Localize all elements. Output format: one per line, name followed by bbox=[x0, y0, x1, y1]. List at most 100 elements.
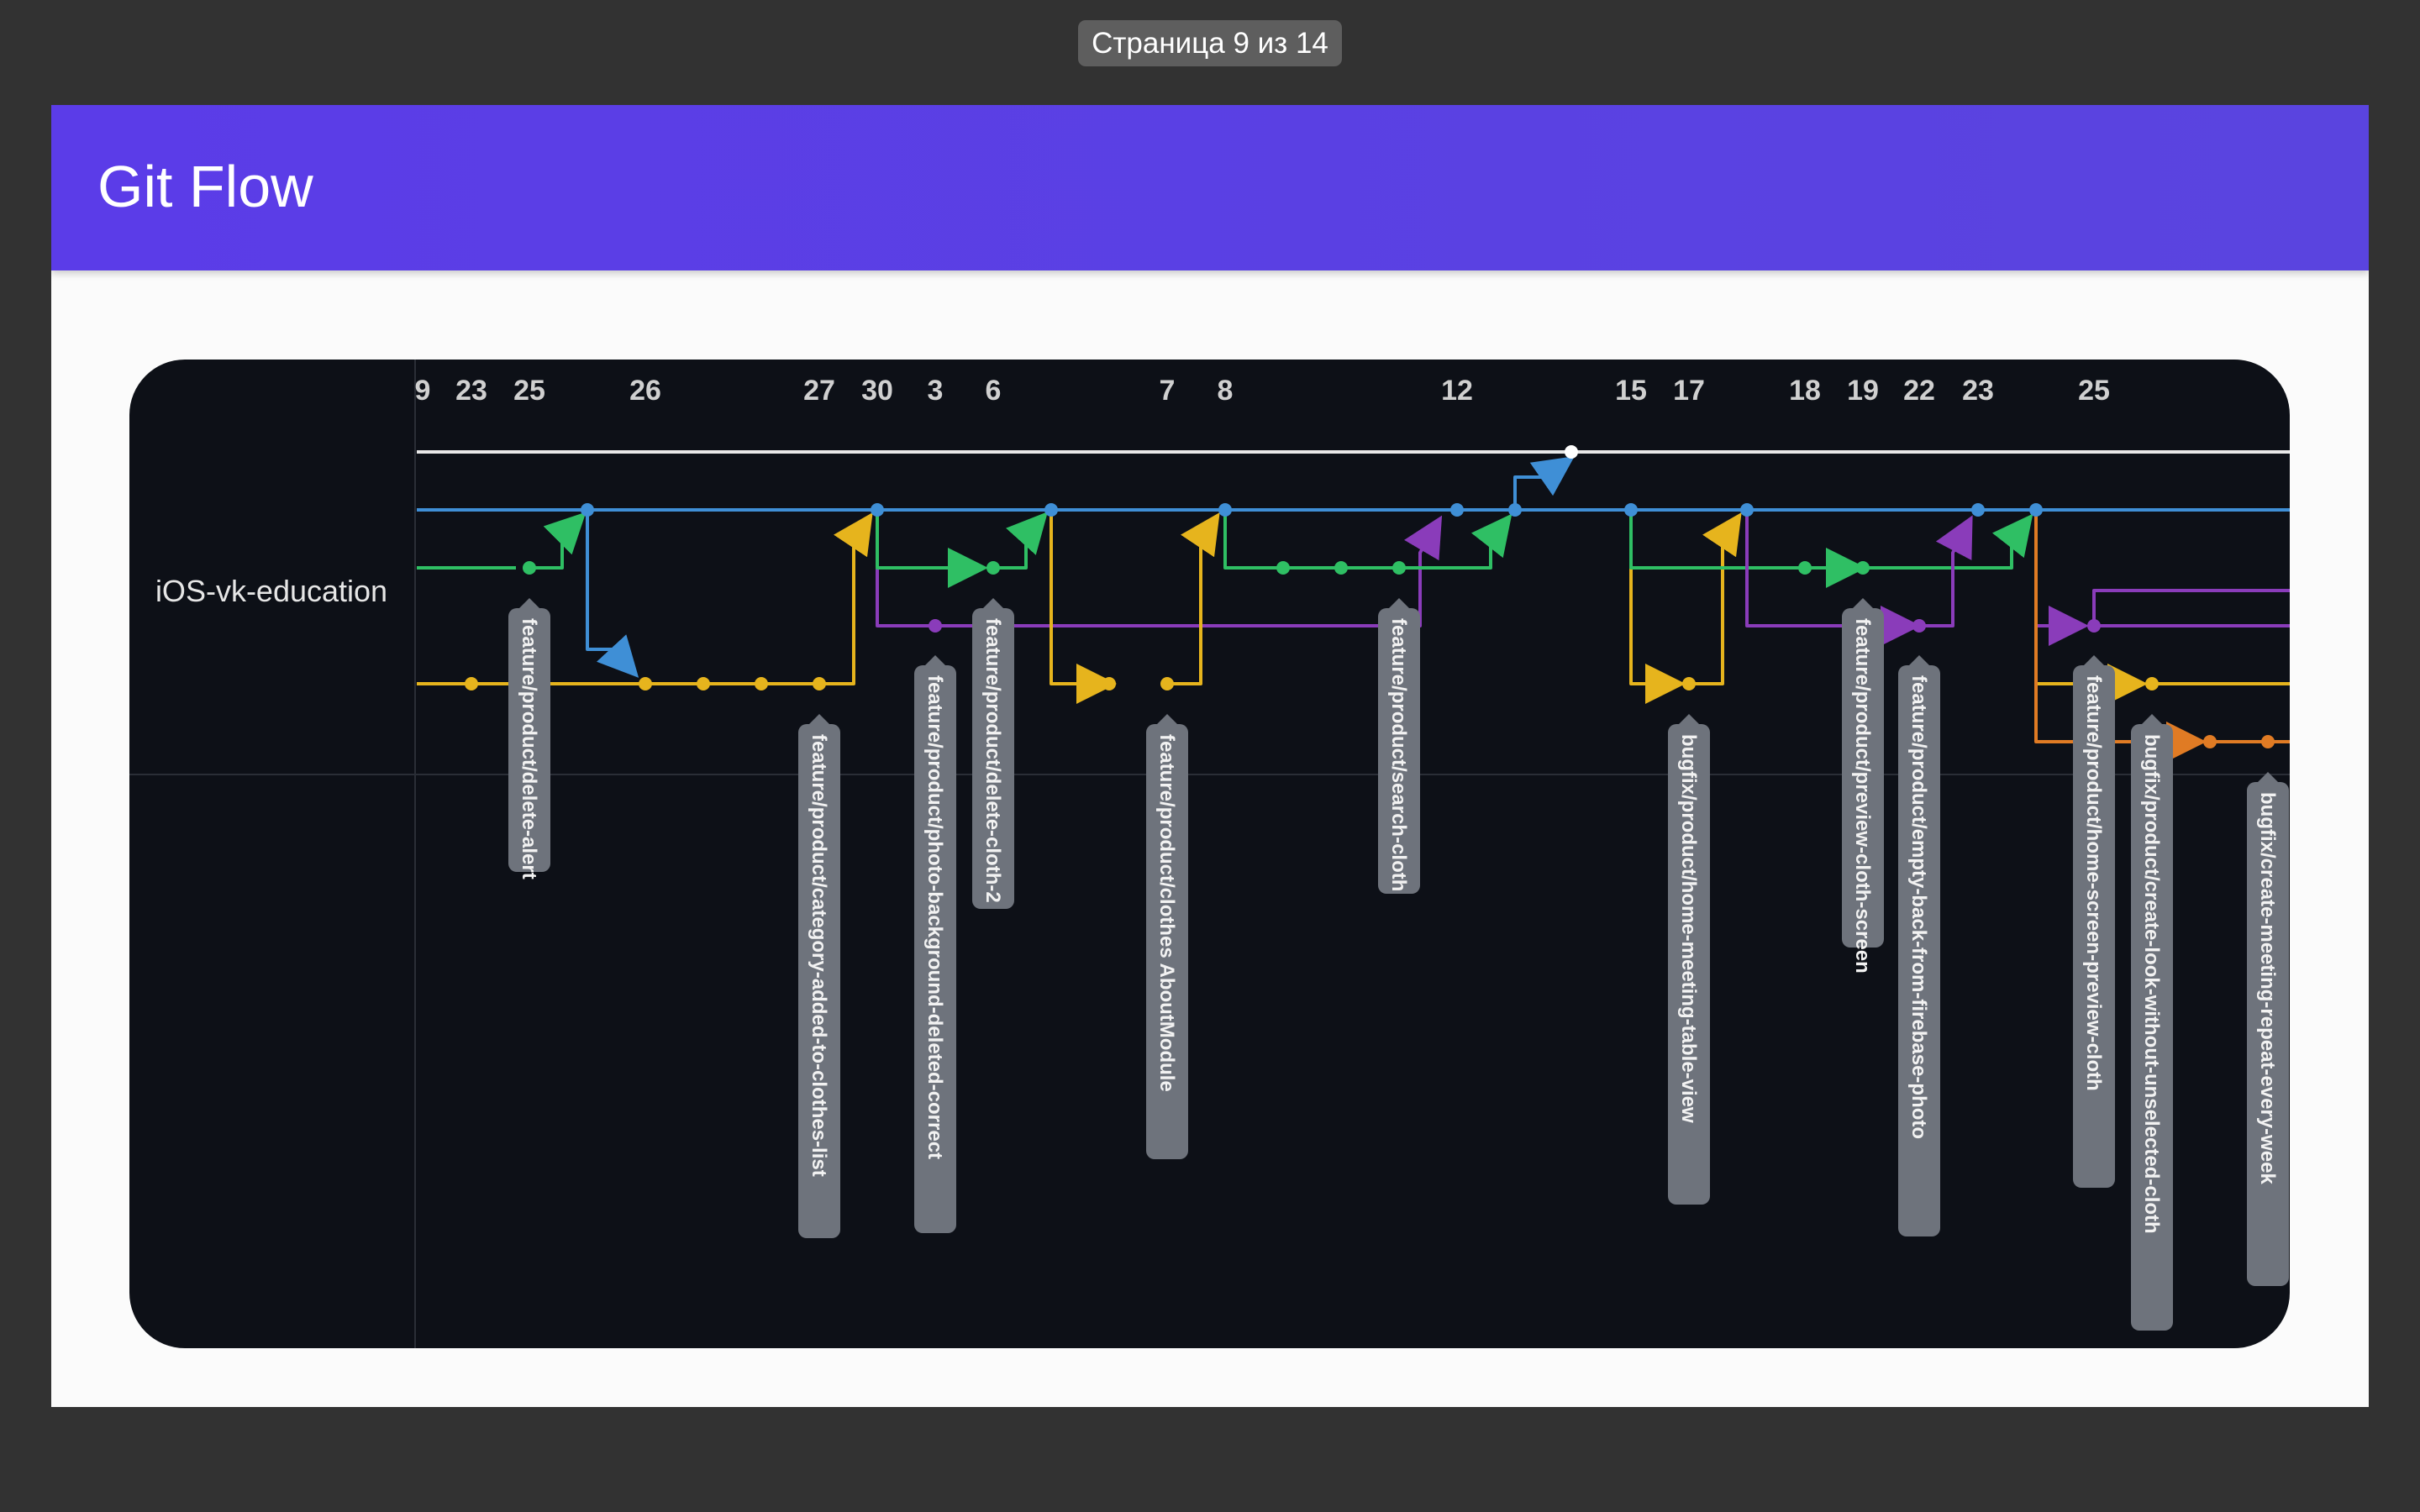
commit-dot bbox=[1508, 503, 1522, 517]
branch-tag: feature/product/clothes AboutModule bbox=[1146, 714, 1188, 1159]
date-tick: 27 bbox=[803, 375, 835, 407]
branch-develop-green bbox=[1223, 510, 1512, 570]
git-graph: 9 23 25 26 27 30 3 6 7 8 12 15 17 18 19 … bbox=[129, 360, 2290, 1348]
commit-dot bbox=[1102, 677, 1116, 690]
date-tick: 25 bbox=[2078, 375, 2110, 407]
branch-tag-label: feature/product/delete-alert bbox=[518, 618, 540, 879]
branch-develop-yellow bbox=[1629, 510, 1686, 704]
commit-dot bbox=[1334, 561, 1348, 575]
commit-dot bbox=[523, 561, 536, 575]
commit-dot bbox=[1450, 503, 1464, 517]
git-graph-panel: iOS-vk-education 9 23 25 26 27 30 3 6 7 … bbox=[129, 360, 2290, 1348]
branch-tag-label: feature/product/empty-back-from-firebase… bbox=[1907, 675, 1930, 1139]
branch-tag: feature/product/delete-alert bbox=[508, 598, 550, 879]
commit-dot bbox=[639, 677, 652, 690]
merge-develop-master bbox=[1513, 456, 1575, 510]
branch-develop-yellow bbox=[1050, 510, 1117, 704]
date-tick: 8 bbox=[1218, 375, 1234, 407]
branch-tag: feature/product/empty-back-from-firebase… bbox=[1898, 655, 1940, 1236]
branch-tag: feature/product/search-cloth bbox=[1378, 598, 1420, 894]
date-tick: 22 bbox=[1903, 375, 1935, 407]
commits bbox=[465, 445, 2275, 748]
slide-title: Git Flow bbox=[97, 154, 313, 219]
branch-tag: bugfix/product/create-look-without-unsel… bbox=[2131, 714, 2173, 1331]
date-tick: 15 bbox=[1615, 375, 1647, 407]
branch-tags: feature/product/delete-alert feature/pro… bbox=[508, 598, 2289, 1331]
commit-dot bbox=[1218, 503, 1232, 517]
date-tick: 26 bbox=[629, 375, 661, 407]
merge-green-develop bbox=[1863, 513, 2033, 570]
branch-tag: bugfix/product/home-meeting-table-view bbox=[1668, 714, 1710, 1205]
branch-tag-label: feature/product/search-cloth bbox=[1387, 618, 1410, 891]
branch-tag: feature/product/photo-background-deleted… bbox=[914, 655, 956, 1233]
merge-green-develop bbox=[529, 512, 587, 570]
commit-dot bbox=[1624, 503, 1638, 517]
branch-tag-label: feature/product/clothes AboutModule bbox=[1155, 734, 1178, 1092]
branch-tag: feature/product/delete-cloth-2 bbox=[972, 598, 1014, 909]
date-tick: 23 bbox=[455, 375, 487, 407]
commit-dot bbox=[697, 677, 710, 690]
commit-dot bbox=[871, 503, 884, 517]
branch-tag-label: bugfix/product/home-meeting-table-view bbox=[1677, 734, 1700, 1123]
branch-tag: bugfix/create-meeting-repeat-every-week bbox=[2247, 772, 2289, 1286]
branch-tag: feature/product/home-screen-preview-clot… bbox=[2073, 655, 2115, 1188]
commit-dot bbox=[1740, 503, 1754, 517]
date-tick: 25 bbox=[513, 375, 545, 407]
commit-dot bbox=[986, 561, 1000, 575]
date-tick: 19 bbox=[1847, 375, 1879, 407]
commit-dot bbox=[1856, 561, 1870, 575]
commit-dot bbox=[1565, 445, 1578, 459]
branch-develop-purple bbox=[2034, 510, 2089, 646]
commit-dot bbox=[1276, 561, 1290, 575]
commit-dot bbox=[1682, 677, 1696, 690]
commit-dot bbox=[1392, 561, 1406, 575]
merge-yellow-develop bbox=[1689, 512, 1742, 685]
branch-develop-yellow bbox=[2034, 510, 2148, 704]
branch-tag-label: feature/product/delete-cloth-2 bbox=[981, 618, 1004, 903]
branch-tag-label: bugfix/product/create-look-without-unsel… bbox=[2140, 734, 2163, 1234]
branch-develop-green bbox=[876, 510, 988, 588]
date-tick: 17 bbox=[1673, 375, 1705, 407]
date-tick: 7 bbox=[1160, 375, 1176, 407]
commit-dot bbox=[2087, 619, 2101, 633]
date-tick: 9 bbox=[415, 375, 431, 407]
date-axis: 9 23 25 26 27 30 3 6 7 8 12 15 17 18 19 … bbox=[415, 375, 2110, 407]
commit-dot bbox=[581, 503, 594, 517]
slide-header: Git Flow bbox=[51, 105, 2369, 270]
commit-dot bbox=[2029, 503, 2043, 517]
branch-purple-upper bbox=[2092, 589, 2290, 626]
merge-yellow-develop bbox=[1167, 512, 1220, 685]
branch-tag-label: feature/product/category-added-to-clothe… bbox=[808, 734, 830, 1177]
commit-dot bbox=[465, 677, 478, 690]
date-tick: 30 bbox=[861, 375, 893, 407]
commit-dot bbox=[2203, 735, 2217, 748]
merge-green-develop bbox=[993, 512, 1049, 570]
branch-tag-label: feature/product/preview-cloth-screen bbox=[1851, 618, 1874, 974]
commit-dot bbox=[2261, 735, 2275, 748]
branch-tag: feature/product/category-added-to-clothe… bbox=[798, 714, 840, 1238]
branch-develop-green bbox=[1629, 510, 1866, 588]
date-tick: 6 bbox=[986, 375, 1002, 407]
date-tick: 12 bbox=[1441, 375, 1473, 407]
commit-dot bbox=[1971, 503, 1985, 517]
commit-dot bbox=[813, 677, 826, 690]
branch-tag-label: feature/product/photo-background-deleted… bbox=[923, 675, 946, 1159]
commit-dot bbox=[929, 619, 942, 633]
merge-purple-develop bbox=[1919, 515, 1973, 627]
repo-label: iOS-vk-education bbox=[155, 574, 388, 608]
commit-dot bbox=[755, 677, 768, 690]
branch-tag-label: bugfix/create-meeting-repeat-every-week bbox=[2256, 792, 2279, 1184]
merge-yellow-develop bbox=[819, 512, 873, 685]
page-indicator: Страница 9 из 14 bbox=[1078, 20, 1342, 66]
commit-dot bbox=[1912, 619, 1926, 633]
date-tick: 18 bbox=[1789, 375, 1821, 407]
branch-tag: feature/product/preview-cloth-screen bbox=[1842, 598, 1884, 974]
commit-dot bbox=[1798, 561, 1812, 575]
commit-dot bbox=[1160, 677, 1174, 690]
commit-dot bbox=[2145, 677, 2159, 690]
branch-develop-yellow bbox=[586, 510, 639, 678]
date-tick: 3 bbox=[928, 375, 944, 407]
commit-dot bbox=[1044, 503, 1058, 517]
date-tick: 23 bbox=[1962, 375, 1994, 407]
branch-tag-label: feature/product/home-screen-preview-clot… bbox=[2082, 675, 2105, 1091]
